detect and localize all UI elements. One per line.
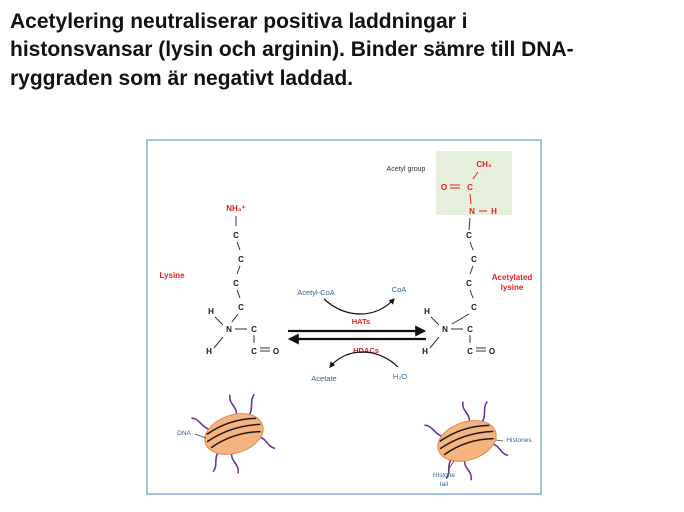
hdac-curved-arrow: [329, 351, 399, 368]
atom-c: C: [233, 279, 239, 288]
ch3-label: CH₃: [476, 160, 492, 169]
atom-h: H: [206, 347, 212, 356]
dna-wrap: [439, 430, 494, 450]
dna-wrap: [439, 424, 490, 443]
histone-tail-label-2: tail: [440, 481, 449, 488]
h2o-label: H₂O: [393, 372, 407, 381]
atom-c: C: [471, 255, 477, 264]
slide-title: Acetylering neutraliserar positiva laddn…: [10, 8, 678, 93]
atom-c: C: [466, 279, 472, 288]
acetyl-group-highlight: [436, 151, 512, 215]
nucleosome-left: [191, 394, 276, 474]
atom-o: O: [441, 183, 447, 192]
atom-n: N: [442, 325, 448, 334]
atom-c: C: [471, 303, 477, 312]
amine-label: NH₃⁺: [226, 204, 245, 213]
dna-wrap: [206, 423, 261, 443]
title-line-1: Acetylering neutraliserar positiva laddn…: [10, 10, 468, 33]
nucleosome-right: [424, 401, 509, 481]
atom-c: C: [251, 347, 257, 356]
histone-core: [437, 420, 497, 462]
dna-wrap: [206, 417, 257, 436]
dna-label: DNA: [177, 430, 191, 437]
atom-h: H: [208, 307, 214, 316]
diagram-canvas: NH₃⁺ C C C C N H C H C: [159, 151, 533, 488]
atom-c: C: [467, 347, 473, 356]
lysine-structure: NH₃⁺ C C C C N H C H C: [159, 204, 279, 356]
coa-label: CoA: [392, 285, 407, 294]
acetate-label: Acetate: [311, 374, 336, 383]
acetylated-lysine-label-1: Acetylated: [492, 273, 533, 282]
atom-o: O: [489, 347, 495, 356]
atom-n: N: [469, 207, 475, 216]
atom-c: C: [467, 325, 473, 334]
title-line-2: histonsvansar (lysin och arginin). Binde…: [10, 38, 574, 62]
dna-wrap: [210, 430, 261, 449]
atom-o: O: [273, 347, 279, 356]
atom-h: H: [422, 347, 428, 356]
hats-label: HATs: [352, 317, 370, 326]
atom-c: C: [467, 183, 473, 192]
atom-c: C: [466, 231, 472, 240]
atom-c: C: [238, 255, 244, 264]
acetylation-diagram: NH₃⁺ C C C C N H C H C: [146, 139, 542, 495]
reaction-scheme: Acetyl-CoA CoA HATs HDACs Acetate H₂O: [287, 285, 427, 383]
acetylated-lysine-structure: Acetyl group CH₃ C O N H C C C C: [387, 151, 533, 356]
atom-c: C: [233, 231, 239, 240]
histones-label: Histones: [506, 437, 532, 444]
histone-tail-pointer-line: [447, 460, 455, 471]
histones-pointer-line: [495, 439, 504, 442]
hat-curved-arrow: [323, 298, 395, 315]
title-line-3: ryggraden som är negativt laddad.: [10, 66, 354, 90]
atom-c: C: [251, 325, 257, 334]
acetyl-coa-label: Acetyl-CoA: [297, 288, 335, 297]
dna-wrap: [443, 437, 494, 456]
atom-n: N: [226, 325, 232, 334]
dna-pointer-line: [194, 433, 207, 439]
lysine-label: Lysine: [159, 271, 185, 280]
atom-c: C: [238, 303, 244, 312]
atom-h: H: [491, 207, 497, 216]
histone-tail-label-1: Histone: [433, 472, 455, 479]
acetyl-group-label: Acetyl group: [387, 166, 426, 173]
histone-core: [204, 413, 264, 455]
acetylated-lysine-label-2: lysine: [501, 283, 524, 292]
atom-h: H: [424, 307, 430, 316]
